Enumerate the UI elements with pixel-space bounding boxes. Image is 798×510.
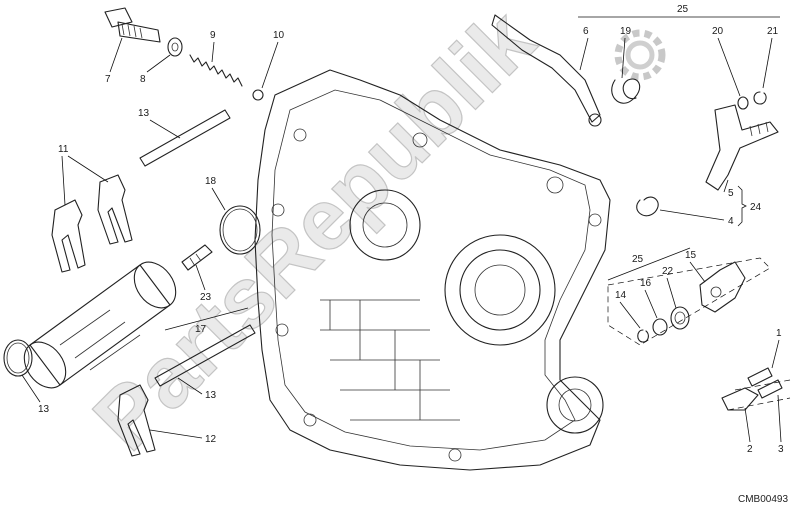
callout-17: 16	[640, 278, 652, 289]
selector-lever-6	[491, 14, 602, 127]
washer-8	[167, 37, 183, 57]
selector-shaft	[705, 104, 779, 191]
watermark-gear-icon	[614, 29, 666, 81]
dashed-guides	[607, 257, 791, 411]
bearing-23	[670, 306, 690, 330]
callout-13-bottom: 13	[205, 390, 217, 401]
pin-24	[181, 244, 213, 271]
callouts: 25 6 19 20 21 7 8 9 10 13 11 18 23 17 13…	[21, 4, 784, 455]
callout-18: 17	[195, 324, 207, 335]
callout-9: 9	[210, 30, 216, 41]
fork-shaft-13-upper	[139, 109, 231, 167]
circlip-22	[753, 91, 767, 105]
washer-21	[737, 96, 749, 110]
callout-2: 2	[747, 444, 753, 455]
circlip-15	[637, 329, 649, 343]
callout-15: 14	[615, 290, 627, 301]
spring-4	[636, 196, 659, 217]
callout-25-middle: 25	[632, 254, 644, 265]
shift-drum	[23, 261, 177, 389]
callout-25-right: 24	[750, 202, 762, 213]
callout-12: 12	[205, 434, 217, 445]
ratchet-plate-16	[699, 261, 746, 313]
callout-4: 4	[728, 216, 734, 227]
plug-bolt-7	[104, 7, 161, 43]
callout-13-top: 13	[138, 108, 150, 119]
callout-24: 23	[200, 292, 212, 303]
bolts-1-3	[747, 367, 783, 399]
spring-9	[189, 54, 243, 87]
o-ring-19	[219, 205, 261, 255]
callout-6: 6	[583, 26, 589, 37]
callout-8: 8	[140, 74, 146, 85]
callout-14: 13	[38, 404, 50, 415]
callout-16: 15	[685, 250, 697, 261]
spring-20	[611, 78, 641, 104]
o-ring-14	[3, 339, 33, 377]
callout-11: 11	[58, 144, 69, 155]
callout-21: 20	[712, 26, 724, 37]
callout-19: 18	[205, 176, 217, 187]
callout-25-top: 25	[677, 4, 689, 15]
callout-3: 3	[778, 444, 784, 455]
callout-23: 22	[662, 266, 674, 277]
shift-fork-11-right	[97, 174, 133, 245]
callout-22: 21	[767, 26, 779, 37]
callout-10: 10	[273, 30, 285, 41]
shift-fork-11-left	[51, 199, 86, 273]
shift-fork-12	[117, 384, 156, 457]
fork-shaft-13-lower	[154, 324, 256, 387]
callout-7: 7	[105, 74, 111, 85]
callout-1: 1	[776, 328, 782, 339]
plate-2	[721, 387, 759, 411]
callout-20: 19	[620, 26, 632, 37]
washer-17	[652, 318, 668, 336]
callout-5: 5	[728, 188, 734, 199]
drawing-code: CMB00493	[738, 494, 788, 505]
ball-10	[252, 89, 264, 101]
crankcase-half	[254, 69, 611, 471]
